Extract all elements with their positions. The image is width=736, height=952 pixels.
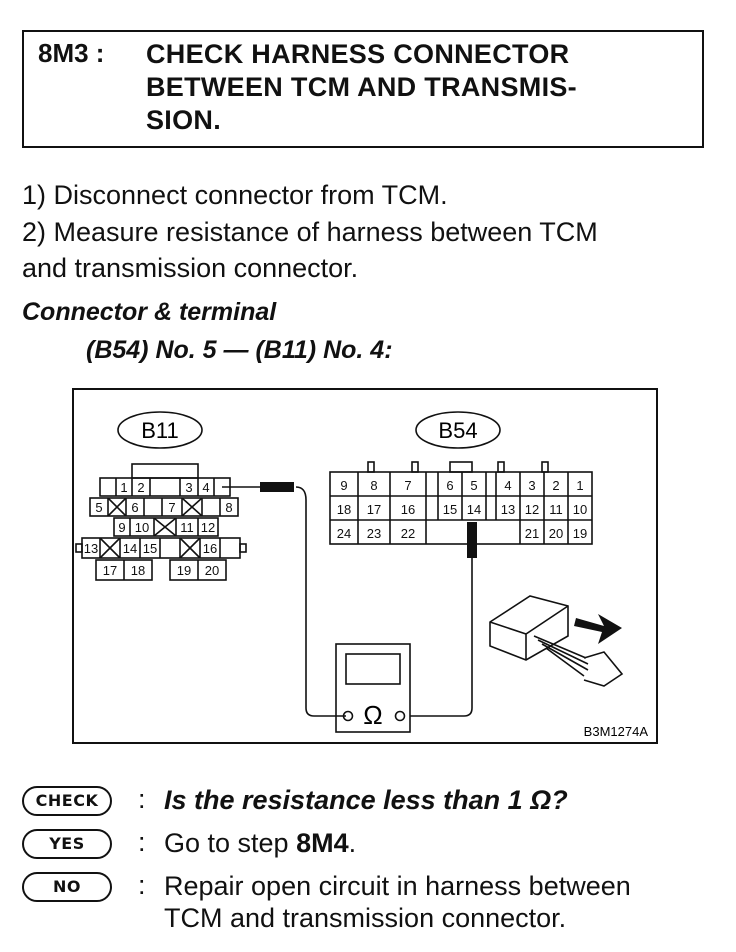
b54-terminal: 21 <box>525 526 539 541</box>
b11-terminal: 12 <box>201 520 215 535</box>
b54-terminal: 9 <box>340 478 347 493</box>
b11-terminal: 3 <box>185 480 192 495</box>
check-colon: : <box>138 784 146 814</box>
step-title-line: SION. <box>146 105 222 135</box>
b11-label: B11 <box>141 418 179 443</box>
instruction-1: 1) Disconnect connector from TCM. <box>22 180 448 210</box>
no-colon: : <box>138 870 146 900</box>
b11-terminal: 18 <box>131 563 145 578</box>
b54-terminal: 3 <box>528 478 535 493</box>
b11-terminal: 16 <box>203 541 217 556</box>
b54-terminal: 4 <box>504 478 511 493</box>
b54-terminal: 14 <box>467 502 481 517</box>
b54-terminal: 13 <box>501 502 515 517</box>
b54-terminal: 1 <box>576 478 583 493</box>
b54-terminal: 15 <box>443 502 457 517</box>
b11-terminal: 19 <box>177 563 191 578</box>
b11-terminal: 5 <box>95 500 102 515</box>
no-action-line: TCM and transmission connector. <box>164 903 567 933</box>
b54-terminal: 20 <box>549 526 563 541</box>
figure-code: B3M1274A <box>584 724 649 739</box>
b11-terminal: 17 <box>103 563 117 578</box>
b54-terminal: 17 <box>367 502 381 517</box>
ohm-symbol: Ω <box>363 700 382 730</box>
yes-next-step: 8M4 <box>296 828 349 858</box>
check-badge: CHECK <box>22 786 112 816</box>
step-title: CHECK HARNESS CONNECTOR BETWEEN TCM AND … <box>146 38 686 137</box>
b11-terminal: 9 <box>118 520 125 535</box>
no-action: Repair open circuit in harness between T… <box>164 870 631 934</box>
wiring-diagram: B11 B54 Ω B3M1274A 1 2 3 4 5 6 7 8 9 10 … <box>75 411 649 739</box>
b11-label-oval <box>117 411 203 449</box>
yes-action-text: Go to step <box>164 828 297 858</box>
b11-terminal: 2 <box>137 480 144 495</box>
yes-action: Go to step 8M4. <box>164 827 356 859</box>
step-header-box: 8M3 : CHECK HARNESS CONNECTOR BETWEEN TC… <box>22 30 704 148</box>
b54-label-oval <box>415 411 501 449</box>
b11-terminal: 14 <box>123 541 137 556</box>
b11-terminal: 11 <box>180 520 194 535</box>
multimeter <box>335 643 411 733</box>
b54-terminal: 10 <box>573 502 587 517</box>
connector-spec: (B54) No. 5 — (B11) No. 4: <box>86 336 393 364</box>
b11-terminal: 20 <box>205 563 219 578</box>
step-code: 8M3 : <box>38 38 105 68</box>
instruction-2-cont: and transmission connector. <box>22 253 359 283</box>
b54-terminal: 23 <box>367 526 381 541</box>
b54-terminal: 7 <box>404 478 411 493</box>
no-action-line: Repair open circuit in harness between <box>164 871 631 901</box>
yes-action-end: . <box>348 828 357 858</box>
connector-heading: Connector & terminal <box>22 298 277 326</box>
b54-terminal: 16 <box>401 502 415 517</box>
b54-terminal: 2 <box>552 478 559 493</box>
yes-badge: YES <box>22 829 112 859</box>
b11-terminal: 8 <box>225 500 232 515</box>
wiring-figure: B11 B54 Ω B3M1274A 1 2 3 4 5 6 7 8 9 10 … <box>72 388 658 744</box>
no-badge: NO <box>22 872 112 902</box>
b11-terminal: 13 <box>84 541 98 556</box>
instruction-2: 2) Measure resistance of harness between… <box>22 217 598 247</box>
b11-terminal: 10 <box>135 520 149 535</box>
b54-terminal: 22 <box>401 526 415 541</box>
b54-terminal: 18 <box>337 502 351 517</box>
b11-terminal: 1 <box>120 480 127 495</box>
b54-terminal: 12 <box>525 502 539 517</box>
step-title-line: CHECK HARNESS CONNECTOR <box>146 39 570 69</box>
b54-terminal: 8 <box>370 478 377 493</box>
b54-terminal: 24 <box>337 526 351 541</box>
b54-terminal: 19 <box>573 526 587 541</box>
b11-terminal: 15 <box>143 541 157 556</box>
check-question: Is the resistance less than 1 Ω? <box>164 785 568 815</box>
b54-label: B54 <box>438 418 477 443</box>
b54-terminal: 11 <box>549 502 563 517</box>
yes-colon: : <box>138 827 146 857</box>
b54-terminal: 5 <box>470 478 477 493</box>
b11-terminal: 7 <box>168 500 175 515</box>
b54-terminal: 6 <box>446 478 453 493</box>
b11-terminal: 6 <box>131 500 138 515</box>
b11-terminal: 4 <box>202 480 209 495</box>
step-title-line: BETWEEN TCM AND TRANSMIS- <box>146 72 577 102</box>
